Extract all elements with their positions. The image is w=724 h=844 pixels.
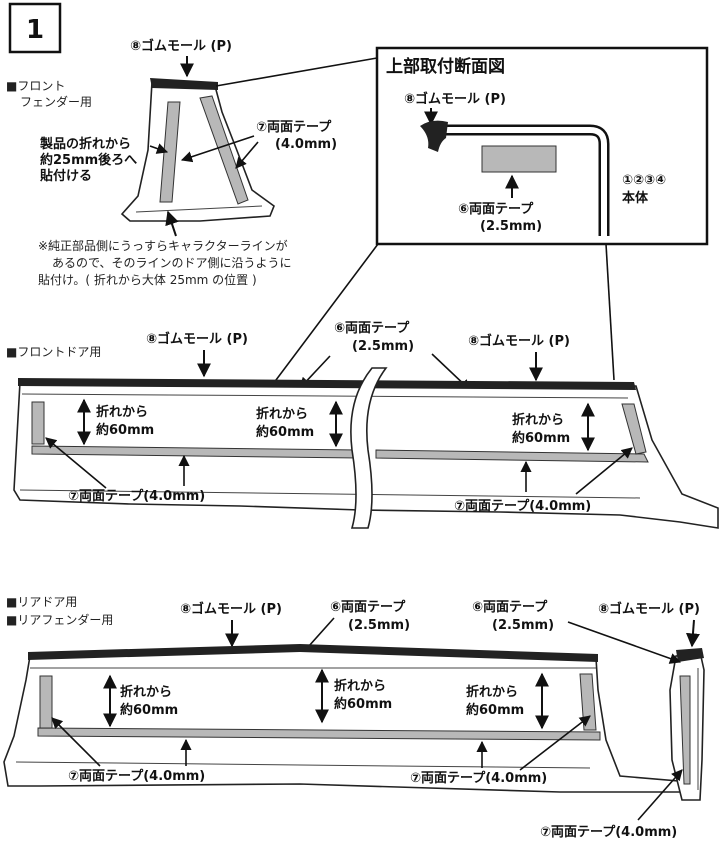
cross-section-title: 上部取付断面図 <box>386 56 505 77</box>
rear-dist-right-1: 折れから <box>466 684 518 700</box>
rear-fender-molding-arrow <box>685 619 700 648</box>
front-fender-tape-left <box>159 101 181 203</box>
front-door-section: ■フロントドア用 ⑧ゴムモール (P) ⑧ゴムモール (P) ⑥両面テープ (2… <box>6 321 719 529</box>
front-fender-footnote-arrow <box>165 210 179 237</box>
cross-section-body-label-1: ①②③④ <box>622 173 666 188</box>
front-door-heading: ■フロントドア用 <box>6 345 101 359</box>
cross-section-tape <box>481 145 557 173</box>
front-fender-tape-label-2: (4.0mm) <box>275 137 337 152</box>
rear-fender-tape-label-1: ⑥両面テープ <box>472 600 548 615</box>
rear-section: ■リアドア用 ■リアフェンダー用 ⑧ゴムモール (P) ⑥両面テープ (2.5m… <box>3 595 705 840</box>
rear-fender-tape-leader <box>567 621 682 664</box>
front-fender-heading-1: ■フロント <box>6 79 65 93</box>
front-fender-tape-leader-b <box>235 141 259 169</box>
front-door-dist-mid-1: 折れから <box>256 406 308 422</box>
rear-dist-right-2: 約60mm <box>466 702 524 718</box>
front-door-dist-left-2: 約60mm <box>96 422 154 438</box>
front-door-dist-mid-2: 約60mm <box>256 424 314 440</box>
cross-section-tape-label-2: (2.5mm) <box>480 219 542 234</box>
rear-top-tape-label-2: (2.5mm) <box>348 618 410 633</box>
front-door-dist-right-2: 約60mm <box>512 430 570 446</box>
front-door-top-tape <box>21 393 629 399</box>
front-fender-tape-leader-a <box>180 135 255 163</box>
front-fender-footnote-1: ※純正部品側にうっすらキャラクターラインが <box>38 238 288 253</box>
front-door-tape-left-label: ⑦両面テープ(4.0mm) <box>68 489 205 504</box>
front-door-top-tape-label-2: (2.5mm) <box>352 339 414 354</box>
cross-section-callout-right <box>605 243 615 381</box>
step-number: 1 <box>26 15 44 45</box>
rear-tape-mid-leader-b <box>519 715 591 771</box>
rear-tape-mid-label: ⑦両面テープ(4.0mm) <box>410 771 547 786</box>
step-badge: 1 <box>8 2 62 54</box>
front-door-break-mark <box>350 367 388 529</box>
front-door-tape-left-leader-a <box>45 437 107 489</box>
rear-top-tape-label-1: ⑥両面テープ <box>330 600 406 615</box>
cross-section-molding-label: ⑧ゴムモール (P) <box>404 91 506 107</box>
rear-fender-tape-label-2: (2.5mm) <box>492 618 554 633</box>
rear-fender-molding-label: ⑧ゴムモール (P) <box>598 601 700 617</box>
rear-tape-left-label: ⑦両面テープ(4.0mm) <box>68 769 205 784</box>
front-fender-offset-leader <box>149 143 169 154</box>
rear-heading-2: ■リアフェンダー用 <box>6 612 113 627</box>
rear-dist-mid-2: 約60mm <box>334 696 392 712</box>
rear-dist-left-1: 折れから <box>120 684 172 700</box>
rear-molding-label: ⑧ゴムモール (P) <box>180 601 282 617</box>
front-door-tape-right <box>375 449 649 463</box>
front-door-molding-left-label: ⑧ゴムモール (P) <box>146 331 248 347</box>
rear-door-tape-bottom <box>37 727 601 741</box>
front-door-molding-right-label: ⑧ゴムモール (P) <box>468 333 570 349</box>
front-door-dist-right-1: 折れから <box>512 412 564 428</box>
rear-dist-mid-1: 折れから <box>334 678 386 694</box>
front-door-dist-left-1: 折れから <box>96 404 148 420</box>
front-door-tape-end-left <box>31 401 45 445</box>
cross-section-molding <box>420 120 448 152</box>
rear-fender-molding <box>676 648 704 662</box>
rear-door-lower-edge <box>15 761 591 769</box>
front-fender-offset-note-1: 製品の折れから <box>39 136 131 152</box>
cross-section-callout-top <box>215 57 378 87</box>
front-fender-tape-right <box>199 95 249 205</box>
cross-section-detail: 上部取付断面図 ⑧ゴムモール (P) ⑥両面テープ (2.5mm) ①②③④ 本… <box>215 46 709 389</box>
rear-door-piece <box>3 647 691 793</box>
front-door-tape-right-label: ⑦両面テープ(4.0mm) <box>454 499 591 514</box>
front-fender-edge <box>135 205 263 213</box>
front-door-molding <box>18 378 636 390</box>
front-door-tape-right-leader-b <box>575 447 633 495</box>
rear-tape-left-leader-a <box>51 717 101 767</box>
front-fender-piece <box>120 81 275 222</box>
front-fender-footnote-3: 貼付け。( 折れから大体 25mm の位置 ) <box>38 272 257 287</box>
cross-section-callout-left <box>269 243 379 389</box>
front-fender-offset-note-2: 約25mm後ろへ <box>40 152 137 168</box>
front-door-tape-end-right <box>621 403 647 455</box>
cross-section-tape-label-1: ⑥両面テープ <box>458 202 534 217</box>
rear-dist-left-2: 約60mm <box>120 702 178 718</box>
rear-door-molding <box>28 644 598 662</box>
front-door-lower-edge <box>19 489 641 499</box>
front-fender-molding <box>150 78 218 90</box>
front-fender-heading-2: フェンダー用 <box>20 94 92 109</box>
front-door-top-tape-label-1: ⑥両面テープ <box>334 321 410 336</box>
rear-fender-tape <box>679 675 691 785</box>
rear-fender-bottom-tape-leader <box>637 769 683 821</box>
front-fender-offset-note-3: 貼付ける <box>40 168 92 184</box>
cross-section-body-label-2: 本体 <box>622 190 649 206</box>
rear-fender-bottom-tape-label: ⑦両面テープ(4.0mm) <box>540 825 677 840</box>
front-fender-section: ■フロント フェンダー用 ⑧ゴムモール (P) ⑦両面テープ (4.0mm) 製… <box>6 38 337 287</box>
rear-door-tape-end-left <box>39 675 53 729</box>
rear-heading-1: ■リアドア用 <box>6 595 77 609</box>
front-fender-tape-label-1: ⑦両面テープ <box>256 120 332 135</box>
front-fender-footnote-2: あるので、そのラインのドア側に沿うように <box>52 256 292 270</box>
front-fender-molding-label: ⑧ゴムモール (P) <box>130 38 232 54</box>
